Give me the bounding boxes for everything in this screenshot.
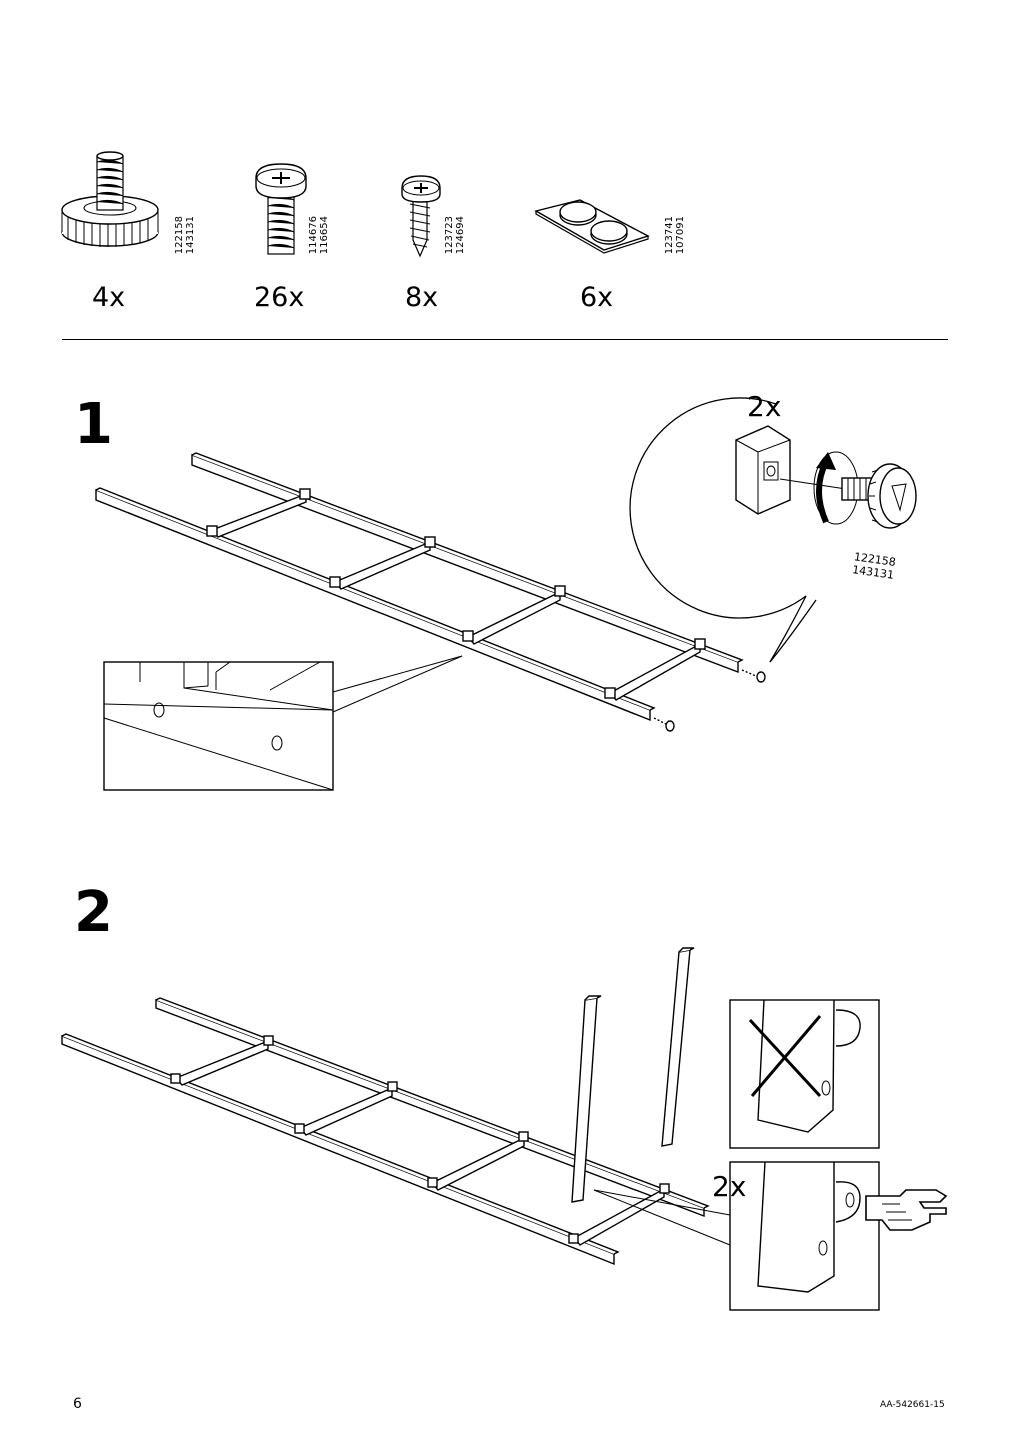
page-number: 6 (73, 1396, 82, 1412)
part-quantity: 6x (580, 282, 614, 313)
part-quantity: 26x (254, 282, 305, 313)
callout-quantity: 2x (712, 1170, 747, 1203)
section-divider (62, 339, 948, 340)
part-quantity: 8x (405, 282, 439, 313)
document-code: AA-542661-15 (880, 1400, 945, 1410)
step-number: 1 (74, 392, 113, 457)
callout-quantity: 2x (747, 390, 782, 423)
part-quantity: 4x (92, 282, 126, 313)
step-number: 2 (74, 880, 113, 945)
